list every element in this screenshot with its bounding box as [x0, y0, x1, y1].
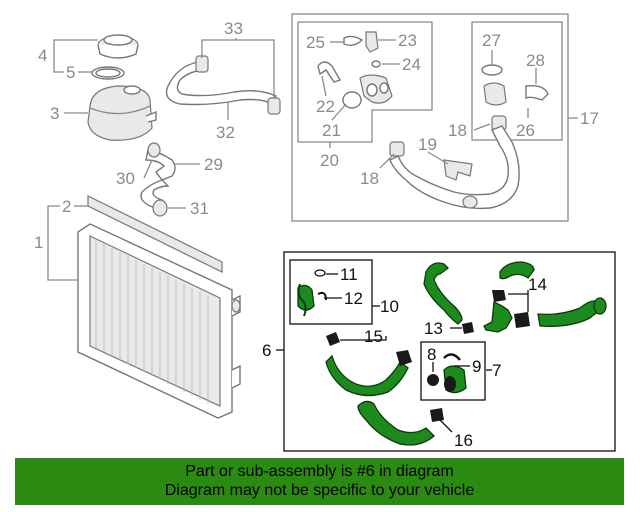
leader-lines-black: [276, 273, 529, 433]
callout-8: 8: [427, 345, 436, 364]
callout-16: 16: [454, 431, 473, 450]
callout-15: 15: [364, 327, 383, 346]
callout-32: 32: [216, 123, 235, 142]
callout-23: 23: [398, 31, 417, 50]
callout-33: 33: [224, 19, 243, 38]
callout-24: 24: [402, 55, 421, 74]
callout-25: 25: [306, 33, 325, 52]
callout-13: 13: [424, 319, 443, 338]
callout-5: 5: [66, 63, 75, 82]
callout-21: 21: [322, 121, 341, 140]
callout-27: 27: [482, 31, 501, 50]
callout-18a: 18: [360, 169, 379, 188]
callout-6: 6: [262, 341, 271, 360]
callout-2: 2: [62, 197, 71, 216]
callout-3: 3: [50, 104, 59, 123]
callout-19: 19: [418, 135, 437, 154]
callout-28: 28: [526, 51, 545, 70]
callout-22: 22: [316, 97, 335, 116]
callout-14: 14: [528, 275, 547, 294]
assembly-6-parts: [297, 261, 607, 446]
small-hose-29: [140, 142, 176, 217]
banner-line-2: Diagram may not be specific to your vehi…: [164, 482, 475, 499]
banner-line-1: Part or sub-assembly is #6 in diagram: [185, 463, 454, 480]
callout-29: 29: [204, 155, 223, 174]
part-info-banner: Part or sub-assembly is #6 in diagram Di…: [15, 458, 624, 505]
callout-20: 20: [320, 151, 339, 170]
group-17-parts: [317, 31, 549, 210]
hose-32: [165, 55, 281, 115]
radiator-group: [77, 195, 241, 419]
assembly-6-frame: [283, 251, 616, 452]
callout-1: 1: [34, 233, 43, 252]
callout-10: 10: [380, 297, 399, 316]
callout-labels: 1 2 3 4 5 6 7 8 9 10 11 12 13 14 15 16 1…: [34, 19, 599, 450]
callout-26: 26: [516, 121, 535, 140]
callout-18b: 18: [448, 121, 467, 140]
callout-17: 17: [580, 109, 599, 128]
callout-30: 30: [116, 169, 135, 188]
callout-31: 31: [190, 199, 209, 218]
leader-lines-grey: [47, 38, 578, 281]
callout-9: 9: [472, 357, 481, 376]
coolant-reservoir-group: [87, 34, 157, 141]
callout-11: 11: [340, 265, 358, 284]
callout-12: 12: [344, 289, 363, 308]
callout-4: 4: [38, 46, 47, 65]
callout-7: 7: [492, 361, 501, 380]
